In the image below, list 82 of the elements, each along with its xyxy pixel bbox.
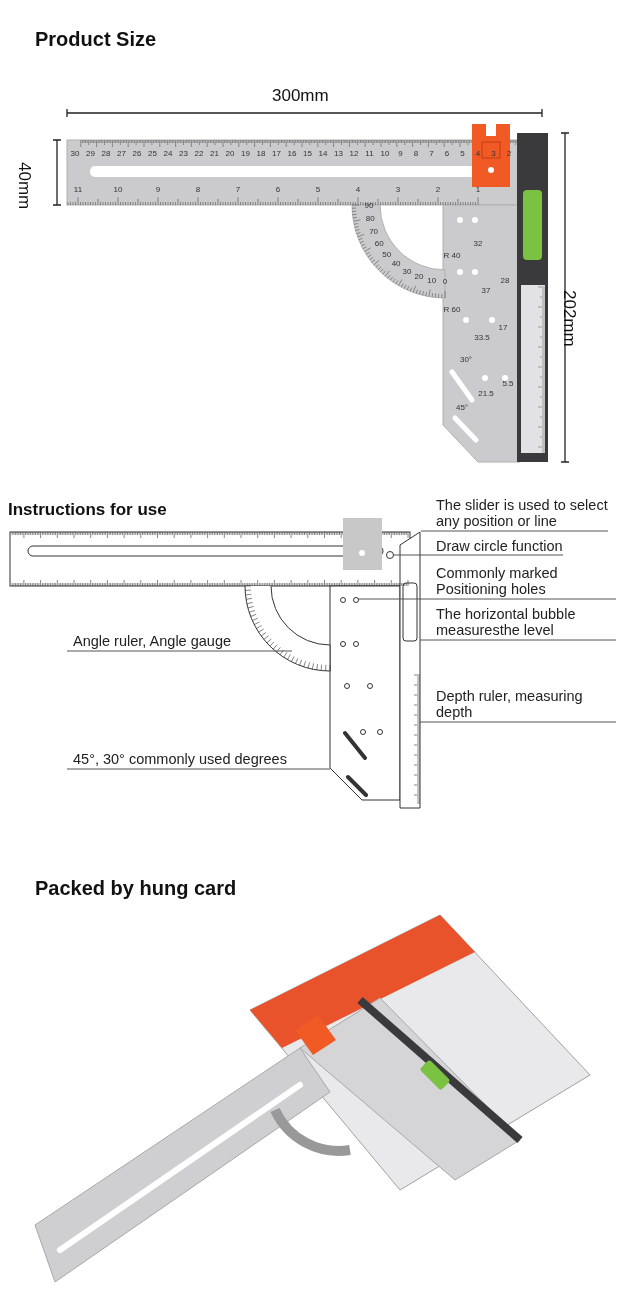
- scale-number: 5: [315, 185, 321, 194]
- section-heading: Product Size: [35, 28, 157, 51]
- leader-line: [420, 530, 609, 532]
- callout-text: The slider is used to select any position or line: [436, 497, 608, 529]
- scale-number: 9: [155, 185, 161, 194]
- callout-text: Depth ruler, measuring depth: [436, 688, 616, 720]
- scale-number: 30: [70, 149, 80, 158]
- section-heading: Packed by hung card: [35, 877, 237, 900]
- section-heading: Instructions for use: [8, 500, 167, 520]
- callout-text: Commonly marked Positioning holes: [436, 565, 616, 597]
- scale-number: 4: [355, 185, 361, 194]
- dimension-label: 300mm: [272, 86, 329, 106]
- scale-number: 10: [380, 149, 390, 158]
- scale-number: 19: [241, 149, 250, 158]
- angle-number: 60: [374, 239, 384, 248]
- scale-number: 18: [256, 149, 266, 158]
- angle-number: 80: [365, 214, 375, 224]
- angle-number: 30: [402, 266, 412, 276]
- dimension-number: 28: [500, 276, 510, 285]
- scale-number: 9: [398, 149, 403, 158]
- callout-text: Draw circle function: [436, 538, 563, 554]
- dimension-number: 17: [498, 323, 508, 332]
- dimension-number: R 60: [443, 305, 461, 314]
- scale-number: 8: [195, 185, 201, 194]
- scale-number: 25: [148, 149, 157, 158]
- dimension-label: 40mm: [14, 162, 34, 210]
- scale-number: 4: [475, 149, 481, 158]
- scale-number: 2: [435, 185, 441, 194]
- scale-number: 3: [491, 149, 496, 158]
- scale-number: 8: [413, 149, 419, 158]
- scale-number: 2: [506, 149, 512, 158]
- scale-number: 29: [86, 149, 95, 158]
- dimension-number: 33.5: [474, 333, 490, 342]
- angle-number: 90: [364, 201, 374, 210]
- dimension-number: 32: [473, 239, 483, 248]
- scale-number: 12: [349, 149, 359, 158]
- scale-number: 16: [287, 149, 297, 158]
- scale-number: 6: [444, 149, 450, 158]
- callout-text: The horizontal bubble measuresthe level: [436, 606, 616, 638]
- angle-number: 70: [369, 227, 379, 236]
- scale-number: 11: [73, 185, 83, 194]
- leader-line: [357, 598, 617, 600]
- scale-number: 20: [225, 149, 235, 158]
- dimension-number: 37: [481, 286, 491, 295]
- scale-number: 23: [179, 149, 188, 158]
- leader-line: [66, 650, 293, 652]
- dimension-number: 5.5: [502, 379, 514, 388]
- angle-number: 40: [391, 259, 401, 269]
- leader-line: [419, 721, 617, 723]
- scale-number: 24: [163, 149, 173, 158]
- scale-number: 27: [117, 149, 126, 158]
- scale-number: 11: [365, 149, 374, 158]
- angle-number: 20: [414, 272, 424, 282]
- scale-number: 6: [275, 185, 281, 194]
- angle-number: 0: [442, 277, 448, 286]
- dimension-number: 30°: [459, 355, 473, 364]
- scale-number: 26: [132, 149, 142, 158]
- dimension-number: R 40: [443, 251, 461, 260]
- dimension-number: 21.5: [478, 389, 494, 398]
- scale-number: 15: [303, 149, 312, 158]
- callout-text: 45°, 30° commonly used degrees: [73, 751, 287, 767]
- leader-line: [66, 768, 331, 770]
- scale-number: 13: [334, 149, 343, 158]
- angle-number: 10: [427, 275, 437, 285]
- scale-number: 22: [194, 149, 204, 158]
- dimension-label: 202mm: [559, 290, 579, 347]
- scale-number: 10: [113, 185, 123, 194]
- scale-number: 17: [272, 149, 281, 158]
- scale-number: 7: [429, 149, 434, 158]
- pivot-hole: [386, 551, 394, 559]
- scale-number: 28: [101, 149, 111, 158]
- scale-number: 3: [395, 185, 401, 194]
- angle-number: 50: [382, 249, 392, 259]
- scale-number: 21: [210, 149, 219, 158]
- leader-line: [419, 639, 617, 641]
- scale-number: 5: [460, 149, 465, 158]
- scale-number: 7: [235, 185, 241, 194]
- scale-number: 1: [475, 185, 481, 194]
- scale-number: 14: [318, 149, 328, 158]
- dimension-number: 45°: [455, 403, 469, 412]
- leader-line: [393, 554, 564, 556]
- callout-text: Angle ruler, Angle gauge: [73, 633, 231, 649]
